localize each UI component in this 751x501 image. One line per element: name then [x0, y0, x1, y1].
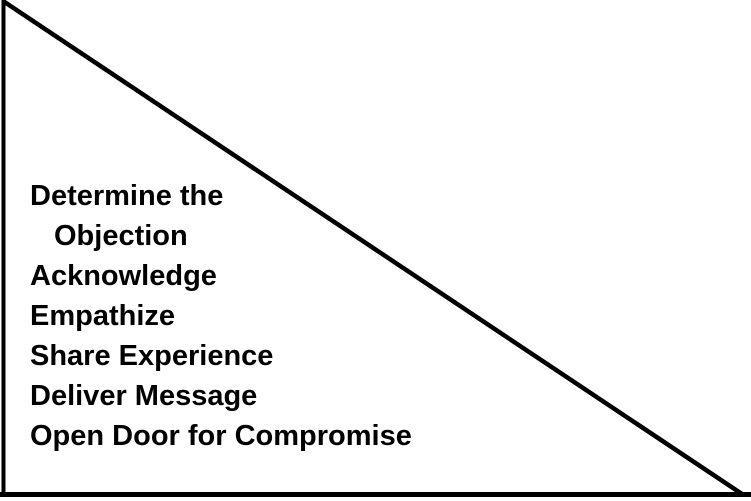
step-text-empathize: Empathize [30, 300, 176, 332]
step-text-open-door-for-compromise: Open Door for Compromise [30, 420, 412, 452]
triangle-hypotenuse [1, 0, 744, 496]
step-text-determine-the: Determine the [30, 180, 224, 212]
step-text-deliver-message: Deliver Message [30, 380, 258, 412]
step-text-objection: Objection [54, 220, 188, 252]
step-text-acknowledge: Acknowledge [30, 260, 217, 292]
step-text-share-experience: Share Experience [30, 340, 274, 372]
steps-list: Determine the Objection Acknowledge Empa… [30, 176, 412, 456]
